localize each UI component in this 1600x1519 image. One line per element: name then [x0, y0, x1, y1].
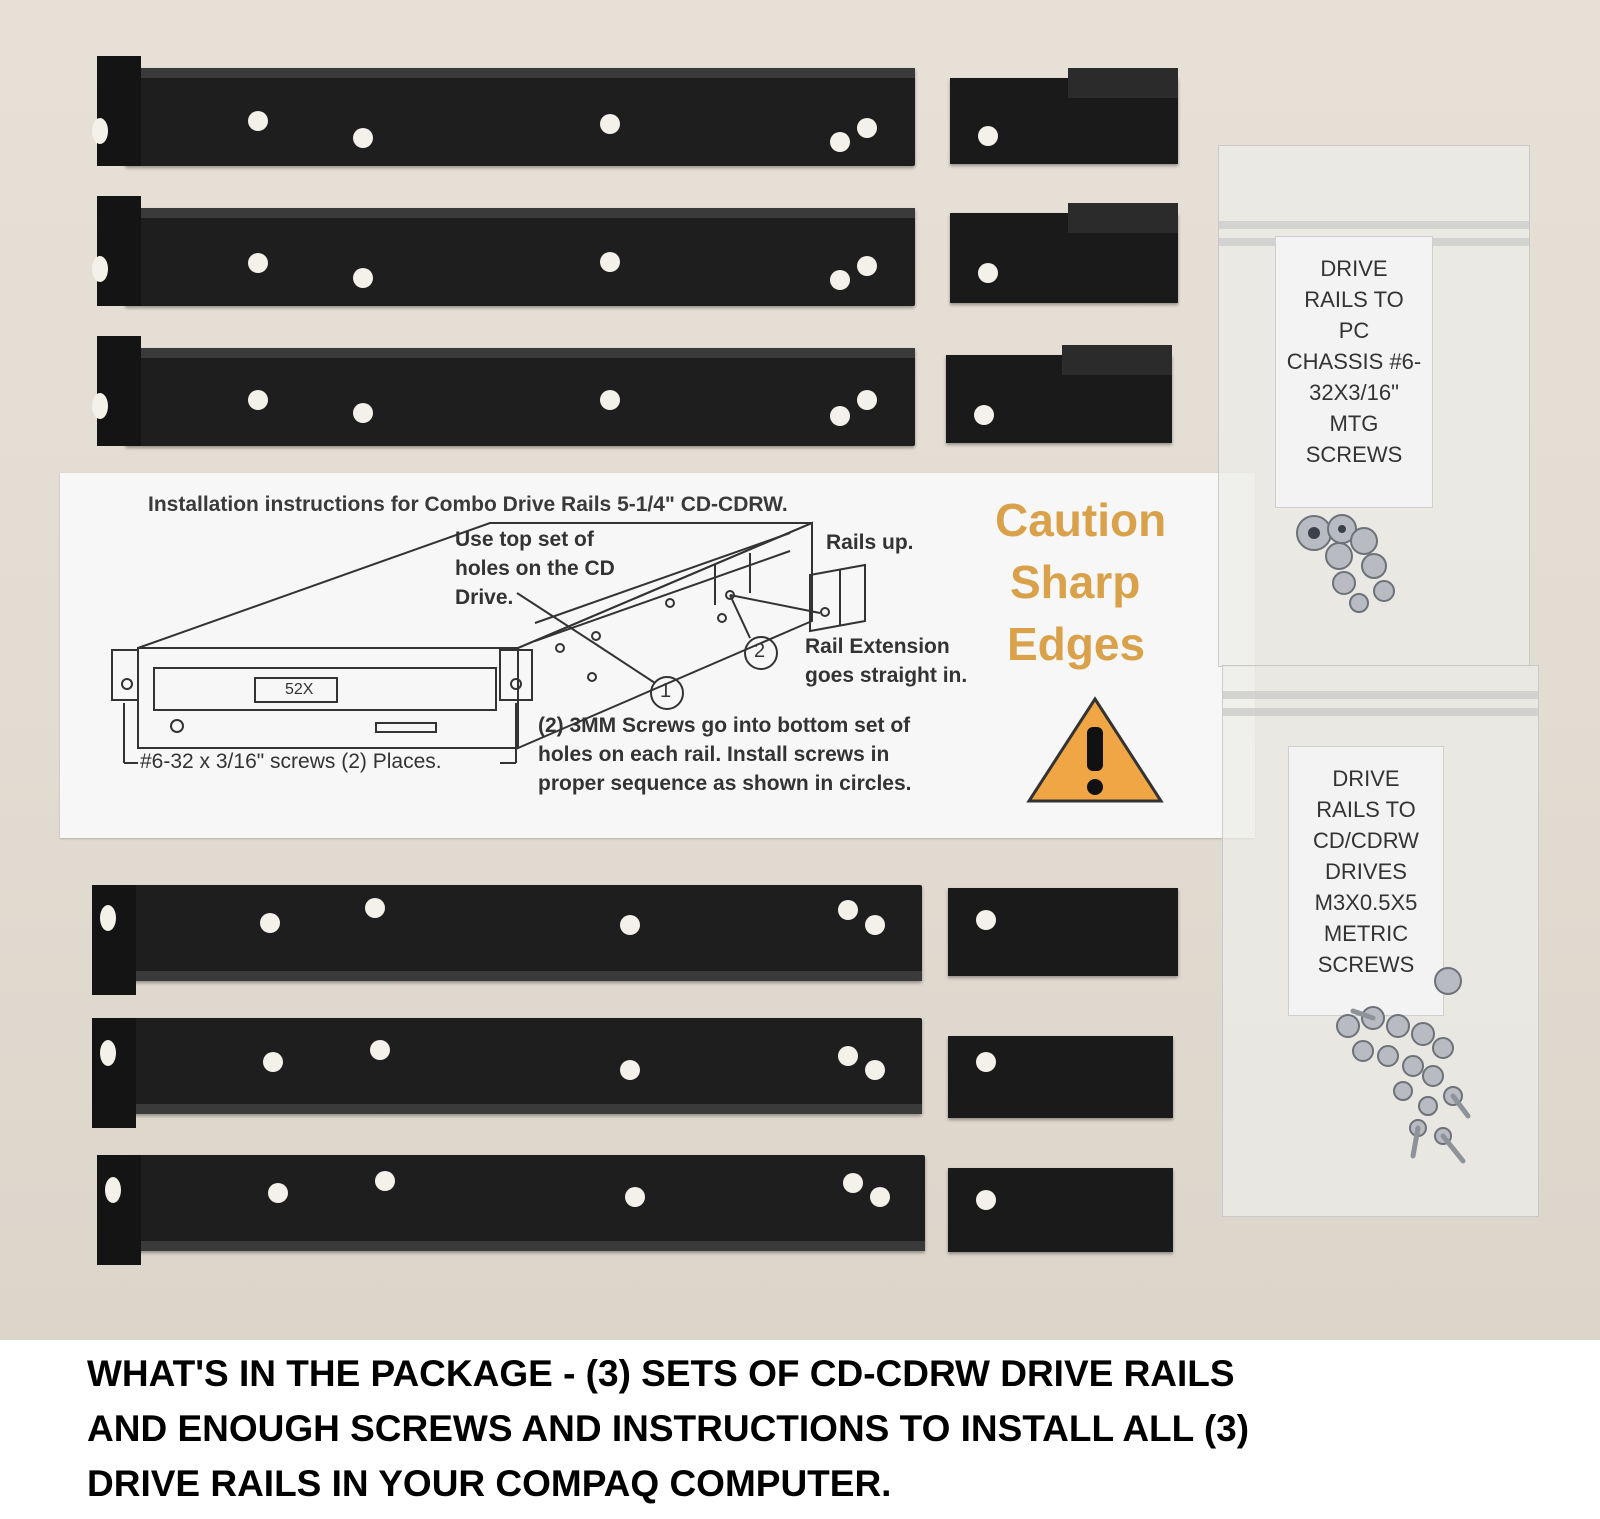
- metric-screws-note-3: proper sequence as shown in circles.: [538, 772, 912, 795]
- caption-line-3: DRIVE RAILS IN YOUR COMPAQ COMPUTER.: [87, 1463, 892, 1504]
- bag-chassis-line-2: RAILS TO: [1304, 287, 1404, 312]
- rail-extension-top-2: [950, 203, 1178, 303]
- rails-up-label: Rails up.: [826, 531, 914, 554]
- bag-chassis-line-7: SCREWS: [1305, 442, 1403, 467]
- drive-rail-top-1: [92, 56, 915, 166]
- rail-extension-top-1: [950, 68, 1178, 164]
- rail-extension-bottom-3: [948, 1168, 1173, 1252]
- instruction-card: Installation instructions for Combo Driv…: [60, 473, 1255, 838]
- metric-screws-note-2: holes on each rail. Install screws in: [538, 743, 890, 766]
- bag-drive-line-4: DRIVES: [1325, 859, 1407, 884]
- use-top-holes-label-3: Drive.: [455, 586, 514, 609]
- caution-text-3: Edges: [1007, 618, 1146, 670]
- rail-extension-label-2: goes straight in.: [805, 664, 968, 687]
- bag-drive-line-2: RAILS TO: [1316, 797, 1416, 822]
- rail-extension-bottom-2: [948, 1036, 1173, 1118]
- bag-drive-line-1: DRIVE: [1332, 766, 1400, 791]
- bag-chassis-line-6: MTG: [1329, 411, 1379, 436]
- chassis-screws: [1296, 514, 1395, 613]
- product-photo: Installation instructions for Combo Driv…: [0, 0, 1600, 1340]
- drive-rail-top-2: [92, 196, 915, 306]
- bag-chassis-line-5: 32X3/16": [1309, 380, 1399, 405]
- drive-rail-top-3: [92, 336, 915, 446]
- drive-rail-bottom-1: [92, 885, 922, 995]
- package-caption: WHAT'S IN THE PACKAGE - (3) SETS OF CD-C…: [87, 1346, 1567, 1511]
- bag-drive-line-6: METRIC: [1323, 921, 1409, 946]
- caption-line-2: AND ENOUGH SCREWS AND INSTRUCTIONS TO IN…: [87, 1408, 1250, 1449]
- metric-screws-note-1: (2) 3MM Screws go into bottom set of: [538, 714, 911, 737]
- caption-line-1: WHAT'S IN THE PACKAGE - (3) SETS OF CD-C…: [87, 1353, 1235, 1394]
- instructions-title: Installation instructions for Combo Driv…: [148, 493, 788, 516]
- rail-extension-top-3: [946, 345, 1172, 443]
- bag-drive-line-3: CD/CDRW: [1313, 828, 1419, 853]
- caution-text-2: Sharp: [1010, 556, 1141, 608]
- bag-drive-line-7: SCREWS: [1317, 952, 1415, 977]
- use-top-holes-label-2: holes on the CD: [455, 557, 615, 580]
- rail-extension-label-1: Rail Extension: [805, 635, 950, 658]
- metric-screws: [1336, 967, 1471, 1164]
- drive-rail-bottom-3: [97, 1155, 925, 1265]
- drive-diagram: [111, 521, 866, 764]
- step-1-number: 1: [660, 680, 672, 702]
- screw-bag-chassis: DRIVE RAILS TO PC CHASSIS #6- 32X3/16" M…: [1218, 145, 1530, 667]
- drive-model-label: 52X: [285, 681, 314, 698]
- step-2-number: 2: [754, 640, 766, 662]
- screw-bag-drive: DRIVE RAILS TO CD/CDRW DRIVES M3X0.5X5 M…: [1222, 665, 1539, 1217]
- use-top-holes-label-1: Use top set of: [455, 528, 594, 551]
- warning-icon: [1026, 696, 1164, 803]
- bag-chassis-line-4: CHASSIS #6-: [1286, 349, 1422, 374]
- bag-label-drive: DRIVE RAILS TO CD/CDRW DRIVES M3X0.5X5 M…: [1288, 746, 1444, 1016]
- bag-chassis-line-1: DRIVE: [1320, 256, 1388, 281]
- drive-rail-bottom-2: [92, 1018, 922, 1128]
- bag-label-chassis: DRIVE RAILS TO PC CHASSIS #6- 32X3/16" M…: [1275, 236, 1433, 508]
- bag-drive-line-5: M3X0.5X5: [1314, 890, 1418, 915]
- bag-chassis-line-3: PC: [1338, 318, 1370, 343]
- caution-text-1: Caution: [995, 494, 1167, 546]
- rail-extension-bottom-1: [948, 888, 1178, 976]
- chassis-screws-label: #6-32 x 3/16" screws (2) Places.: [140, 750, 442, 773]
